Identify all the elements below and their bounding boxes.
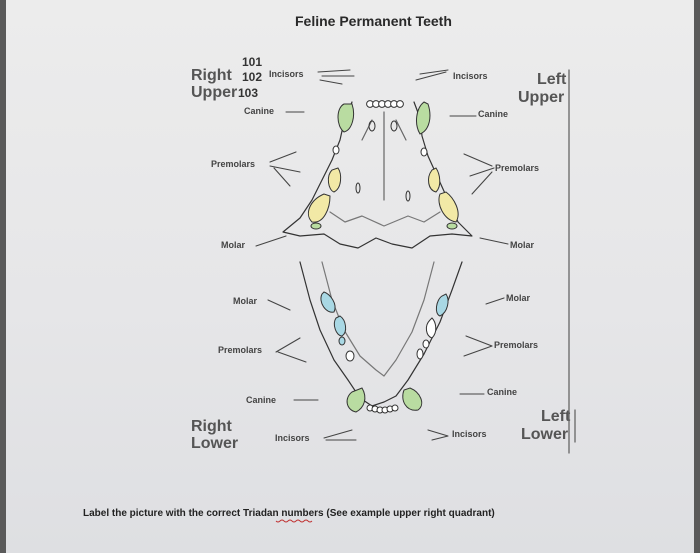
label-canine-left-upper: Canine <box>478 109 509 119</box>
label-premolars-right-upper: Premolars <box>211 159 256 169</box>
leader-premolars-left-upper <box>463 153 495 195</box>
lower-left-third-premolar <box>422 339 430 349</box>
lower-jaw-inner <box>321 261 435 377</box>
label-canine-right-upper: Canine <box>244 106 275 116</box>
leader-incisors-left-upper <box>415 69 449 81</box>
palatal-rugae <box>355 120 411 202</box>
upper-left-second-premolar <box>428 167 441 193</box>
upper-right-molar <box>310 222 322 230</box>
upper-incisor-tooth <box>396 100 404 108</box>
triadan-number-102: 102 <box>242 70 263 84</box>
leader-incisors-right-upper <box>317 69 355 85</box>
lower-incisor-tooth <box>391 404 399 412</box>
lower-right-third-premolar <box>338 336 346 346</box>
upper-right-canine <box>337 103 355 133</box>
quadrant-left-lower-line2: Lower <box>521 426 569 443</box>
quadrant-left-upper-line1: Left <box>537 71 567 88</box>
diagram-title: Feline Permanent Teeth <box>295 13 452 29</box>
lower-right-premolar-outline <box>345 350 355 362</box>
lower-right-fourth-premolar <box>333 315 347 337</box>
leader-incisors-left-lower <box>427 429 449 441</box>
quadrant-right-lower-line1: Right <box>191 418 232 435</box>
lower-jaw-outline <box>299 261 463 407</box>
worksheet-paper <box>6 0 694 553</box>
quadrant-left-lower-line1: Left <box>541 408 571 425</box>
label-incisors-left-upper: Incisors <box>453 71 488 81</box>
spellcheck-underline <box>275 519 313 523</box>
leader-molar-left-upper <box>479 237 509 245</box>
upper-right-second-premolar <box>327 167 342 193</box>
palate-inner <box>329 211 441 227</box>
label-canine-left-lower: Canine <box>487 387 518 397</box>
triadan-number-103: 103 <box>238 86 259 100</box>
quadrant-left-upper-line2: Upper <box>518 89 565 106</box>
label-canine-right-lower: Canine <box>246 395 277 405</box>
upper-incisors <box>366 100 404 108</box>
lower-right-molar <box>320 291 336 313</box>
palate-midline <box>361 111 407 201</box>
leader-premolars-left-lower <box>463 335 493 357</box>
label-molar-left-lower: Molar <box>506 293 531 303</box>
quadrant-right-upper-line1: Right <box>191 67 232 84</box>
upper-left-first-premolar <box>420 147 428 157</box>
lower-incisors <box>366 404 399 414</box>
label-molar-right-upper: Molar <box>221 240 246 250</box>
upper-right-first-premolar <box>332 145 340 155</box>
upper-left-third-premolar <box>438 191 459 223</box>
label-incisors-right-lower: Incisors <box>275 433 310 443</box>
lower-left-fourth-premolar <box>425 317 437 339</box>
lower-left-premolar-outline <box>416 348 424 360</box>
label-molar-right-lower: Molar <box>233 296 258 306</box>
leader-premolars-right-upper <box>269 151 301 187</box>
leader-incisors-right-lower <box>323 429 357 441</box>
leader-molar-right-lower <box>267 299 291 311</box>
quadrant-right-lower-line2: Lower <box>191 435 239 452</box>
label-premolars-left-upper: Premolars <box>495 163 540 173</box>
label-molar-left-upper: Molar <box>510 240 535 250</box>
leader-molar-left-lower <box>485 297 505 305</box>
label-premolars-right-lower: Premolars <box>218 345 263 355</box>
label-premolars-left-lower: Premolars <box>494 340 539 350</box>
triadan-number-101: 101 <box>242 55 263 69</box>
instruction-text: Label the picture with the correct Triad… <box>83 508 495 519</box>
lower-left-molar <box>435 293 449 317</box>
lower-left-canine <box>402 387 423 411</box>
upper-left-molar <box>446 222 458 230</box>
quadrant-right-upper-line2: Upper <box>191 84 238 101</box>
leader-premolars-right-lower <box>275 337 307 363</box>
upper-right-third-premolar <box>308 193 331 223</box>
label-incisors-left-lower: Incisors <box>452 429 487 439</box>
label-incisors-right-upper: Incisors <box>269 69 304 79</box>
lower-right-canine <box>346 387 366 413</box>
leader-lines <box>255 69 509 441</box>
leader-molar-right-upper <box>255 235 287 247</box>
upper-left-canine <box>416 101 431 135</box>
